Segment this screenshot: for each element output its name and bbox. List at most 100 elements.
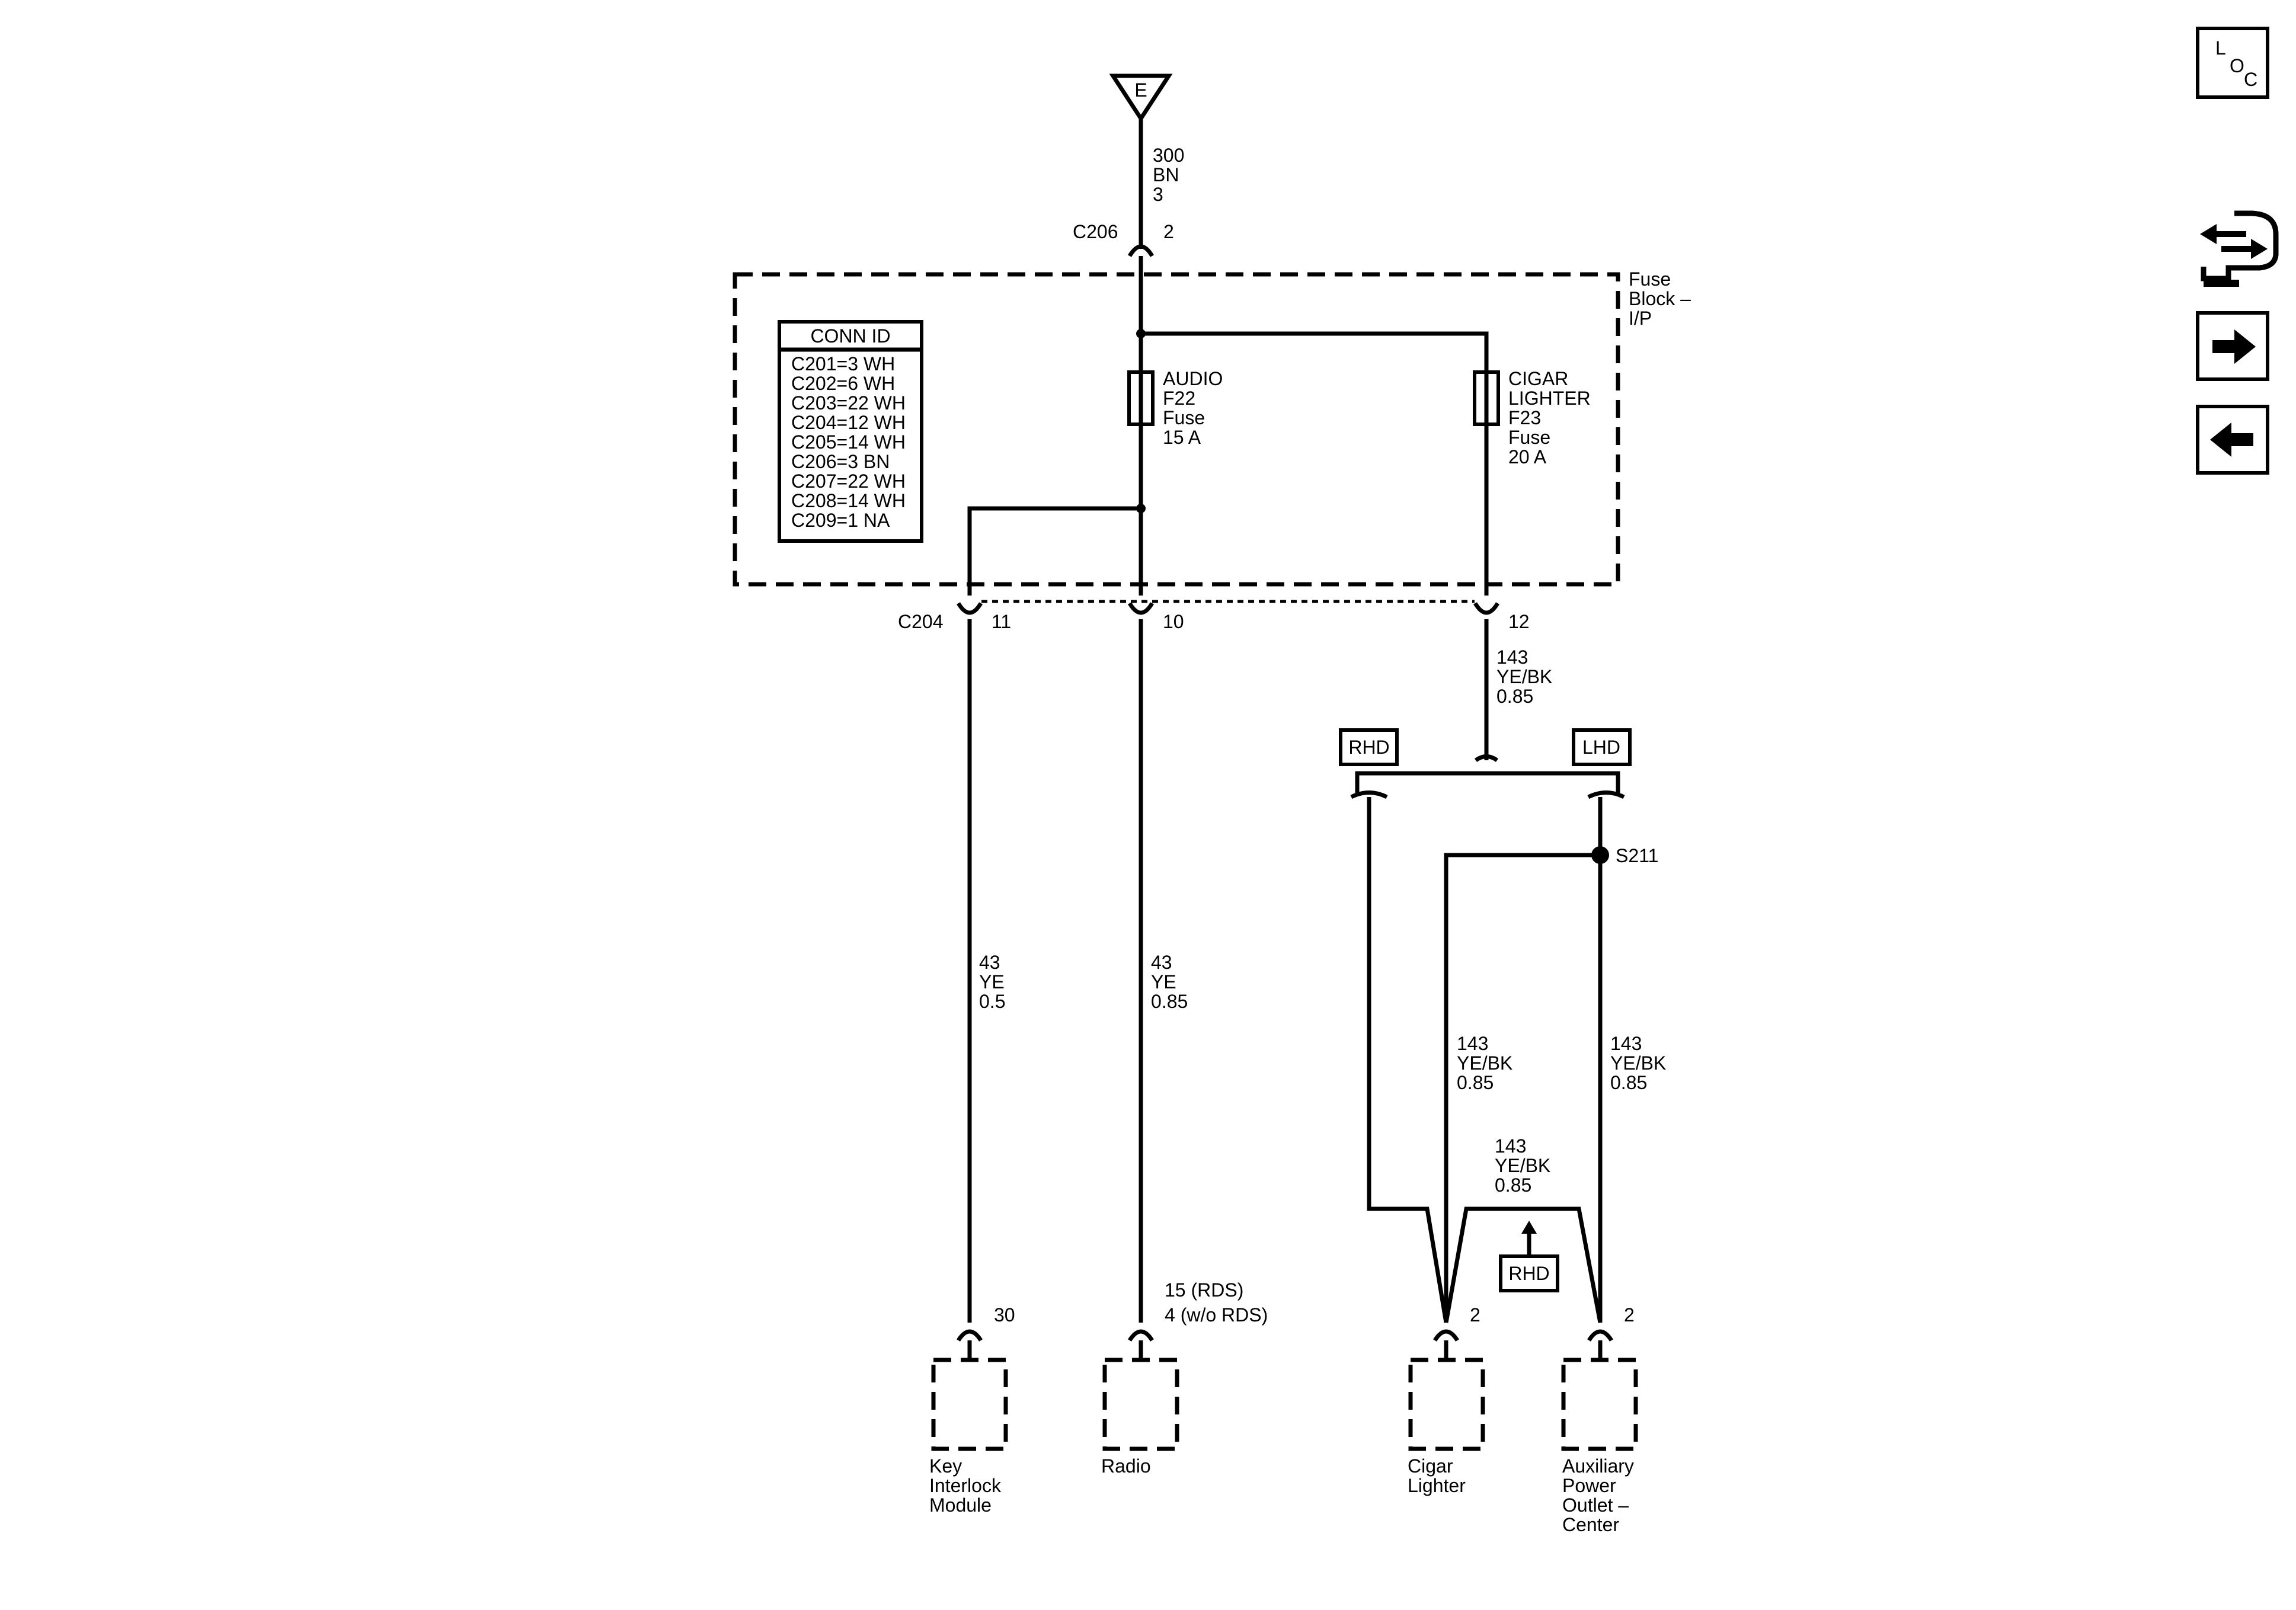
pin-label: 2: [1624, 1304, 1635, 1326]
rhd-arrow: RHD: [1499, 1221, 1559, 1292]
wire-label: 43: [1151, 952, 1172, 973]
wire-radio-label: 43 YE 0.85: [1151, 952, 1188, 1012]
fuse-audio-label: Fuse: [1163, 407, 1205, 428]
wire-label: 0.85: [1610, 1072, 1647, 1093]
conn-id-row: C208=14 WH: [791, 490, 906, 511]
component-auxiliary-power-outlet: 2 Auxiliary Power Outlet – Center: [1561, 1304, 1638, 1535]
arrow-left-icon: [2210, 422, 2253, 457]
wire-key-branch: [967, 506, 1141, 596]
wire-label: YE: [979, 971, 1005, 993]
component-label: Key: [929, 1455, 962, 1477]
wire-label: 0.85: [1496, 686, 1533, 707]
wire-cigar-label: 143 YE/BK 0.85: [1457, 1033, 1512, 1093]
pin-label: 30: [994, 1304, 1015, 1326]
ground-letter: E: [1134, 79, 1147, 101]
wire-label: YE/BK: [1610, 1052, 1666, 1074]
conn-id-row: C205=14 WH: [791, 431, 906, 453]
wire-label: YE/BK: [1496, 666, 1552, 687]
ground-wire-color: BN: [1153, 164, 1179, 185]
pin-label: 15 (RDS): [1165, 1279, 1243, 1301]
component-label: Cigar: [1408, 1455, 1453, 1477]
component-label: Auxiliary: [1562, 1455, 1634, 1477]
wire-label: 0.5: [979, 991, 1005, 1012]
component-label: Interlock: [929, 1475, 1002, 1496]
conn-id-table: CONN ID C201=3 WH C202=6 WH C203=22 WH C…: [778, 320, 923, 543]
wire-label: YE: [1151, 971, 1176, 993]
previous-button[interactable]: [2196, 405, 2269, 475]
pin-label: 2: [1470, 1304, 1480, 1326]
c204-pin: 12: [1508, 611, 1530, 632]
wire-label: 143: [1496, 646, 1528, 668]
fuse-cigar-label: F23: [1508, 407, 1541, 428]
arrow-right-icon: [2212, 329, 2256, 364]
wire-cross: [1444, 1206, 1603, 1323]
fuse-audio-label: 15 A: [1163, 427, 1201, 448]
wire-label: YE/BK: [1495, 1155, 1550, 1176]
fuse-cigar-label: 20 A: [1508, 446, 1547, 468]
conn-id-row: C207=22 WH: [791, 470, 906, 492]
wire-label: 0.85: [1457, 1072, 1494, 1093]
c204-pin: 11: [992, 611, 1011, 632]
fuse-cigar-label: Fuse: [1508, 427, 1550, 448]
rhd-option-label: RHD: [1339, 728, 1399, 766]
fuse-block-label: Fuse Block – I/P: [1629, 268, 1691, 329]
c204-name: C204: [898, 611, 944, 632]
wire-lhd-cigar: [1444, 853, 1600, 1323]
ground-wire-label: 300 BN 3: [1153, 145, 1184, 205]
fuse-block-boundary: [733, 272, 1620, 587]
component-label: Outlet –: [1562, 1494, 1629, 1516]
component-radio: 15 (RDS) 4 (w/o RDS) Radio: [1101, 1279, 1268, 1477]
conn-id-row: C201=3 WH: [791, 353, 895, 375]
component-key-interlock-module: 30 Key Interlock Module: [929, 1304, 1015, 1516]
c206-pin: 2: [1163, 221, 1174, 242]
fuse-cigar-lighter: CIGAR LIGHTER F23 Fuse 20 A: [1473, 368, 1591, 468]
lhd-option-label: LHD: [1572, 728, 1632, 766]
conn-id-row: C209=1 NA: [791, 510, 890, 531]
fuse-block-label-line: Block –: [1629, 288, 1691, 309]
option-bracket: [1350, 754, 1625, 799]
fuse-block-label-line: Fuse: [1629, 268, 1671, 290]
conn-id-row: C204=12 WH: [791, 412, 906, 433]
connector-swap-icon[interactable]: [2200, 210, 2279, 287]
splice-label: S211: [1616, 845, 1658, 866]
conn-id-row: C206=3 BN: [791, 451, 890, 472]
component-label: Center: [1562, 1514, 1619, 1535]
wire-pin12-label: 143 YE/BK 0.85: [1496, 646, 1552, 707]
fuse-audio-label: F22: [1163, 388, 1195, 409]
wire-aux-label: 143 YE/BK 0.85: [1610, 1033, 1666, 1093]
component-label: Power: [1562, 1475, 1616, 1496]
fuse-cigar-label: LIGHTER: [1508, 388, 1591, 409]
loc-letter: L: [2215, 37, 2226, 59]
loc-letter: C: [2244, 69, 2257, 90]
wire-label: 143: [1610, 1033, 1642, 1054]
next-button[interactable]: [2196, 311, 2269, 381]
fuse-cigar-label: CIGAR: [1508, 368, 1568, 389]
wire-label: 0.85: [1151, 991, 1188, 1012]
wire-label: YE/BK: [1457, 1052, 1512, 1074]
rhd-label: RHD: [1348, 737, 1389, 758]
c206-connector: C206 2: [1073, 221, 1174, 276]
c206-name: C206: [1073, 221, 1118, 242]
conn-id-row: C203=22 WH: [791, 392, 906, 414]
wire-key-label: 43 YE 0.5: [979, 952, 1005, 1012]
wire-bus-cigar: [1141, 331, 1489, 372]
c204-connector: C204 11 10 12: [898, 600, 1530, 632]
fuse-block-label-line: I/P: [1629, 308, 1652, 329]
wire-label: 143: [1495, 1135, 1526, 1157]
wire-label: 0.85: [1495, 1174, 1531, 1196]
wire-label: 143: [1457, 1033, 1488, 1054]
loc-button[interactable]: L O C: [2196, 27, 2269, 99]
fuse-audio-label: AUDIO: [1163, 368, 1223, 389]
fuse-audio: AUDIO F22 Fuse 15 A: [1127, 368, 1223, 448]
wire-cross-label: 143 YE/BK 0.85: [1495, 1135, 1550, 1196]
ground-symbol: E: [1109, 73, 1173, 123]
component-label: Lighter: [1408, 1475, 1466, 1496]
wire-rhd-route: [1367, 797, 1448, 1323]
ground-wire-size: 3: [1153, 184, 1163, 205]
conn-id-title: CONN ID: [810, 325, 890, 347]
lhd-label: LHD: [1582, 737, 1620, 758]
ground-wire-circuit: 300: [1153, 145, 1184, 166]
c204-pin: 10: [1163, 611, 1184, 632]
pin-label: 4 (w/o RDS): [1165, 1304, 1268, 1326]
